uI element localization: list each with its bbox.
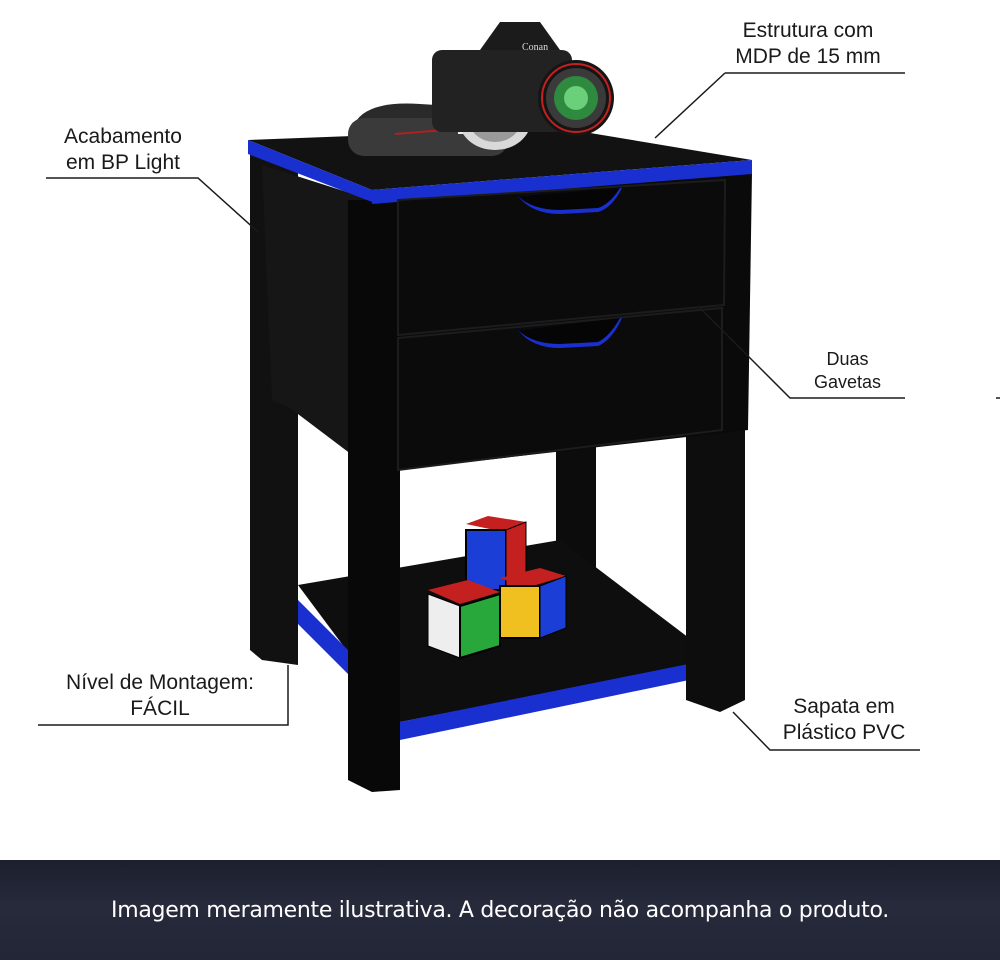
- rubiks-cubes-illustration: [427, 516, 567, 660]
- camera-illustration: Conan: [432, 22, 614, 136]
- disclaimer-text: Imagem meramente ilustrativa. A decoraçã…: [111, 897, 889, 923]
- cube-right: [499, 568, 567, 639]
- left-side-panel: [262, 165, 372, 470]
- leader-gavetas: [699, 307, 905, 399]
- leader-acabamento: [46, 177, 259, 233]
- nightstand-illustration: [248, 128, 752, 792]
- tabletop-front-edge: [372, 160, 752, 204]
- front-right-leg: [686, 410, 745, 712]
- leader-sapata: [732, 711, 920, 751]
- callout-estrutura: Estrutura com MDP de 15 mm: [735, 19, 881, 68]
- camera-brand: Conan: [522, 42, 548, 53]
- tabletop-side-edge: [248, 140, 372, 202]
- callout-sapata: Sapata em Plástico PVC: [782, 695, 906, 744]
- drawer-top[interactable]: [397, 178, 727, 337]
- product-scene: Conan: [38, 22, 1000, 792]
- leader-montagem: [38, 665, 289, 726]
- callout-montagem: Nível de Montagem: FÁCIL: [66, 671, 254, 720]
- disclaimer-banner: Imagem meramente ilustrativa. A decoraçã…: [0, 860, 1000, 960]
- callout-lines: [38, 72, 1000, 751]
- callout-acabamento: Acabamento em BP Light: [64, 125, 182, 174]
- shelf-side-edge: [298, 600, 350, 676]
- drawer-bottom[interactable]: [397, 306, 723, 472]
- shelf-front-edge: [400, 658, 718, 740]
- callout-gavetas: Duas Gavetas: [813, 349, 882, 392]
- cube-left: [427, 580, 501, 660]
- leader-estrutura: [654, 72, 726, 139]
- front-left-leg: [348, 200, 400, 792]
